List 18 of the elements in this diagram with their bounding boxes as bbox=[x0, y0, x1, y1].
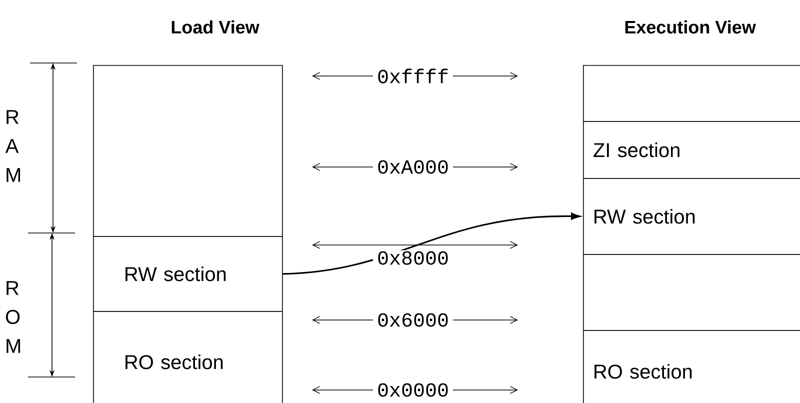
memory-label: R A M bbox=[5, 110, 20, 182]
address-label: 0x6000 bbox=[373, 312, 453, 328]
address-label: 0x0000 bbox=[373, 382, 453, 398]
memory-box bbox=[583, 254, 800, 331]
section-box: ZI section bbox=[583, 121, 800, 179]
address-label: 0xffff bbox=[373, 68, 453, 84]
memory-box bbox=[583, 65, 800, 122]
view-heading: Execution View bbox=[625, 20, 756, 34]
view-heading: Load View bbox=[172, 20, 260, 34]
arrow bbox=[282, 212, 580, 275]
address-label: 0x8000 bbox=[373, 250, 453, 266]
memory-box bbox=[93, 65, 283, 237]
section-box: RW section bbox=[583, 178, 800, 255]
section-box: RO section bbox=[93, 311, 283, 403]
section-box: RW section bbox=[93, 236, 283, 312]
address-label: 0xA000 bbox=[373, 159, 453, 175]
memory-label: R O M bbox=[6, 281, 20, 353]
section-box: RO section bbox=[583, 330, 800, 403]
